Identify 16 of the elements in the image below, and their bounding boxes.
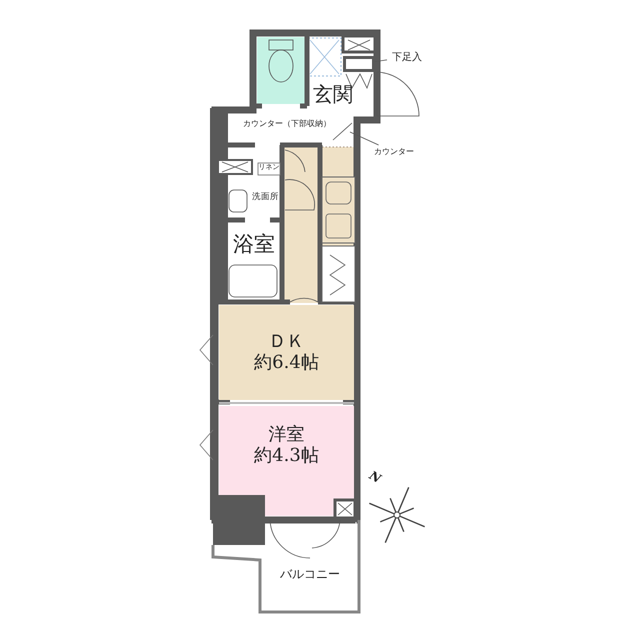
counter-label: カウンター（下部収納） [242, 119, 332, 129]
room-name: 玄関 [313, 82, 353, 106]
bedroom-room [219, 406, 354, 516]
room-name: ＤＫ [268, 332, 304, 352]
shoe-cabinet [343, 56, 375, 72]
room-name: 洗面所 [252, 193, 279, 203]
area-label: 約4.3帖 [254, 446, 319, 467]
north-label: N [366, 467, 384, 487]
room-name: 浴室 [233, 232, 275, 256]
area-label: 約6.4帖 [254, 352, 319, 374]
room-name: バルコニー [280, 568, 340, 582]
item-label: カウンター [374, 147, 414, 157]
dining-kitchen-room [219, 305, 354, 400]
item-label: 下足入 [392, 52, 422, 64]
room-name: 洋室 [268, 425, 304, 446]
leader-line [350, 132, 379, 146]
